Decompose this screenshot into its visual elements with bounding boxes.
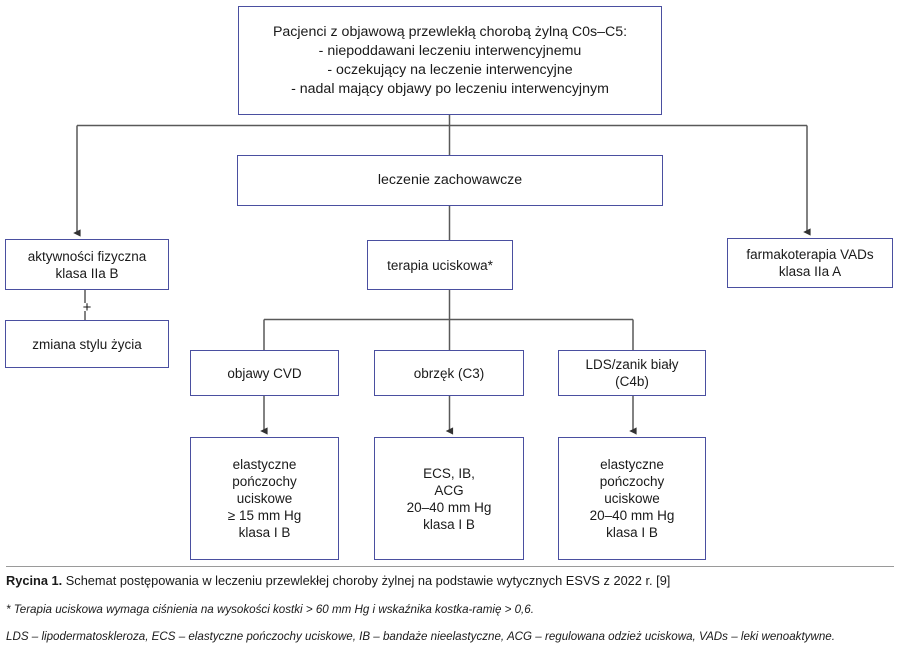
node-compression-therapy[interactable]: terapia uciskowa*	[367, 240, 513, 290]
node-edema-treatment[interactable]: ECS, IB, ACG 20–40 mm Hg klasa I B	[374, 437, 524, 560]
plus-symbol: +	[82, 299, 92, 316]
node-root[interactable]: Pacjenci z objawową przewlekłą chorobą ż…	[238, 6, 662, 115]
node-cvd-treatment[interactable]: elastyczne pończochy uciskowe ≥ 15 mm Hg…	[190, 437, 339, 560]
node-edema-c3[interactable]: obrzęk (C3)	[374, 350, 524, 396]
footnote-asterisk: * Terapia uciskowa wymaga ciśnienia na w…	[6, 603, 534, 616]
node-physical-activity[interactable]: aktywności fizyczna klasa IIa B	[5, 239, 169, 290]
flowchart-connectors	[73, 115, 811, 435]
flowchart-canvas: Pacjenci z objawową przewlekłą chorobą ż…	[5, 6, 893, 560]
figure-caption-lead: Rycina 1.	[6, 573, 63, 588]
footnote-abbreviations: LDS – lipodermatoskleroza, ECS – elastyc…	[6, 630, 835, 643]
node-lifestyle-change[interactable]: zmiana stylu życia	[5, 320, 169, 368]
node-lds-white-atrophy[interactable]: LDS/zanik biały (C4b)	[558, 350, 706, 396]
node-cvd-symptoms[interactable]: objawy CVD	[190, 350, 339, 396]
node-lds-treatment[interactable]: elastyczne pończochy uciskowe 20–40 mm H…	[558, 437, 706, 560]
figure-caption: Rycina 1. Schemat postępowania w leczeni…	[6, 573, 894, 589]
figure-caption-text: Schemat postępowania w leczeniu przewlek…	[62, 573, 671, 588]
node-pharmacotherapy-vads[interactable]: farmakoterapia VADs klasa IIa A	[727, 238, 893, 288]
caption-block: Rycina 1. Schemat postępowania w leczeni…	[6, 566, 894, 655]
caption-divider	[6, 566, 894, 567]
node-conservative-treatment[interactable]: leczenie zachowawcze	[237, 155, 663, 206]
